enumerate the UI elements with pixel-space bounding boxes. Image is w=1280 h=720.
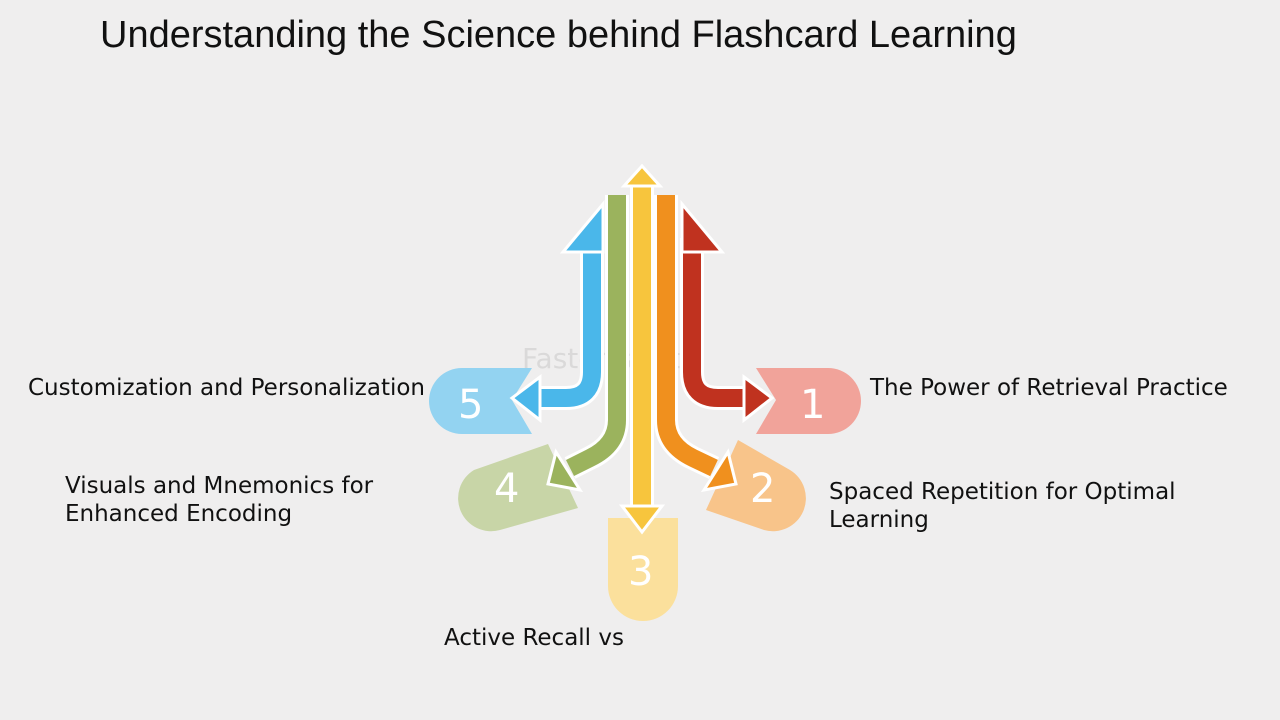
badge-2-number: 2 <box>750 466 775 512</box>
arrow-1-red <box>680 199 775 424</box>
arrow-1-head-up <box>680 199 726 254</box>
arrow-4-stroke <box>565 195 626 477</box>
badge-5-number: 5 <box>458 382 483 428</box>
label-step-2: Spaced Repetition for Optimal Learning <box>829 479 1176 533</box>
badge-1: 1 <box>756 368 861 434</box>
badge-4: 4 <box>458 444 578 532</box>
arrow-3-yellow <box>618 163 666 535</box>
badge-3-number: 3 <box>628 549 653 595</box>
badge-1-shape <box>756 368 861 434</box>
label-step-3: Active Recall vs <box>444 625 624 651</box>
page-title: Understanding the Science behind Flashca… <box>100 14 1017 56</box>
badge-4-number: 4 <box>494 466 519 512</box>
label-step-5: Customization and Personalization <box>28 375 426 401</box>
arrow-4-head <box>546 448 584 493</box>
badge-1-number: 1 <box>800 382 825 428</box>
arrow-5-head-left <box>509 374 542 424</box>
badge-5-shape <box>429 368 532 434</box>
arrow-2-stroke <box>657 195 718 477</box>
arrow-1-stroke <box>683 238 750 407</box>
arrow-5-head-up <box>559 199 605 254</box>
arrow-5-blue <box>509 199 605 424</box>
arrow-2-head <box>700 448 738 493</box>
badge-3-shape <box>608 518 678 621</box>
label-step-1: The Power of Retrieval Practice <box>870 375 1228 401</box>
badge-3: 3 <box>608 518 678 621</box>
arrow-2-orange <box>654 195 738 493</box>
badge-4-shape <box>458 444 578 532</box>
badge-5: 5 <box>429 368 532 434</box>
arrow-3-head-down <box>618 504 666 535</box>
arrow-1-head-right <box>742 374 775 424</box>
arrow-3-head-up <box>620 163 664 188</box>
arrow-4-green <box>546 195 629 493</box>
label-step-4: Visuals and Mnemonics for Enhanced Encod… <box>65 473 374 527</box>
arrow-5-stroke <box>534 238 601 407</box>
